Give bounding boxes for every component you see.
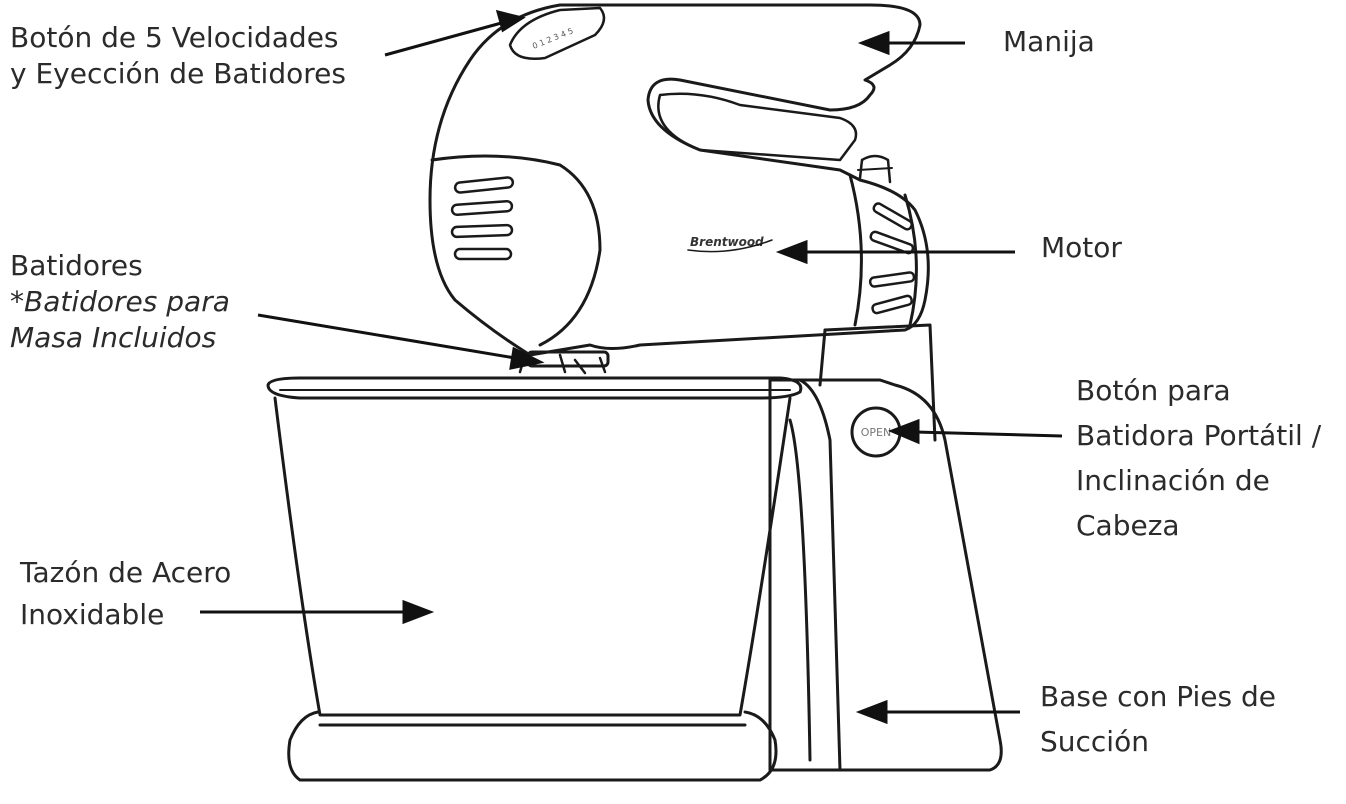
label-base-line-1: Base con Pies de xyxy=(1040,680,1277,713)
label-bowl-line-1: Tazón de Acero xyxy=(20,556,232,589)
label-bowl: Tazón de Acero Inoxidable xyxy=(20,552,231,636)
base-column-front xyxy=(818,328,827,387)
speed-selector xyxy=(508,6,606,60)
base-arch xyxy=(798,378,842,772)
label-handle: Manija xyxy=(1003,24,1095,60)
base-column xyxy=(823,323,937,442)
label-base-line-2: Succión xyxy=(1040,725,1149,758)
bowl-body xyxy=(273,396,792,717)
label-release-button-line-4: Cabeza xyxy=(1076,509,1180,542)
base-arch-inner xyxy=(788,418,812,762)
label-bowl-line-2: Inoxidable xyxy=(20,598,165,631)
motor-panel xyxy=(430,154,602,347)
motor-rear-ring-2 xyxy=(903,193,918,327)
vent-slots-right xyxy=(868,202,916,315)
release-button-text: OPEN xyxy=(861,426,891,439)
base-body xyxy=(768,378,1003,772)
bowl-rim xyxy=(266,376,803,400)
label-speed-button-line-1: Botón de 5 Velocidades xyxy=(10,21,339,54)
label-beaters-line-3: Masa Incluidos xyxy=(10,321,217,354)
label-motor-line-1: Motor xyxy=(1041,231,1122,264)
label-motor: Motor xyxy=(1041,230,1122,266)
label-speed-button-line-2: y Eyección de Batidores xyxy=(10,57,346,90)
label-beaters: Batidores *Batidores para Masa Incluidos xyxy=(10,248,230,356)
label-release-button: Botón para Batidora Portátil / Inclinaci… xyxy=(1076,368,1321,548)
rear-knob xyxy=(858,154,892,184)
label-speed-button: Botón de 5 Velocidades y Eyección de Bat… xyxy=(10,20,346,92)
bowl-foot xyxy=(287,710,778,782)
handle-opening xyxy=(657,92,858,162)
label-handle-line-1: Manija xyxy=(1003,25,1095,58)
motor-rear-ring xyxy=(848,173,863,327)
label-release-button-line-3: Inclinación de xyxy=(1076,464,1270,497)
vent-slots-left xyxy=(450,176,515,261)
brand-logo: Brentwood xyxy=(690,235,764,249)
label-beaters-line-2: *Batidores para xyxy=(10,285,230,318)
label-release-button-line-1: Botón para xyxy=(1076,374,1231,407)
label-release-button-line-2: Batidora Portátil / xyxy=(1076,419,1322,452)
label-beaters-line-1: Batidores xyxy=(10,249,143,282)
callout-arrows xyxy=(200,9,1063,725)
mixer-head-outline xyxy=(428,3,930,357)
label-base: Base con Pies de Succión xyxy=(1040,674,1276,764)
